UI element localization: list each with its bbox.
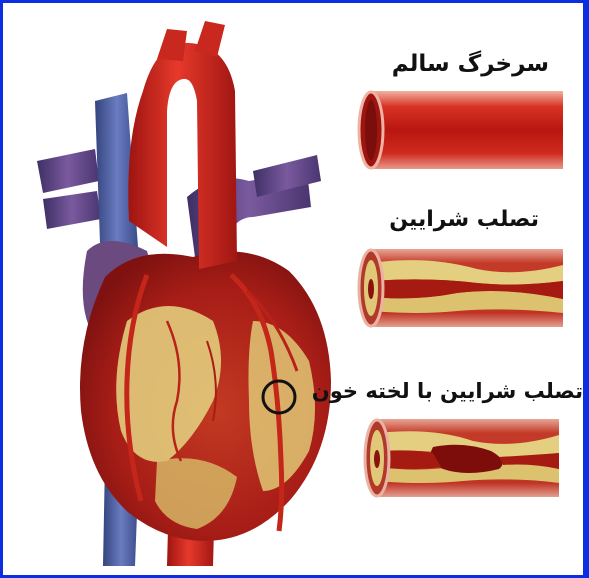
aorta [128, 43, 237, 269]
artery-healthy [357, 89, 567, 171]
aorta-branch-1 [157, 29, 187, 61]
heart-illustration [17, 21, 337, 566]
label-healthy-artery: سرخرگ سالم [392, 51, 549, 77]
label-atherosclerosis: تصلب شرایین [389, 207, 539, 232]
artery-atherosclerosis [357, 247, 567, 329]
label-atherosclerosis-clot: تصلب شرایین با لخته خون [312, 379, 583, 403]
aorta-branch-2 [195, 21, 225, 57]
pulmonary-vein-left [37, 149, 99, 193]
artery-atherosclerosis-clot [363, 417, 563, 499]
pulmonary-vein-left-2 [43, 191, 101, 229]
